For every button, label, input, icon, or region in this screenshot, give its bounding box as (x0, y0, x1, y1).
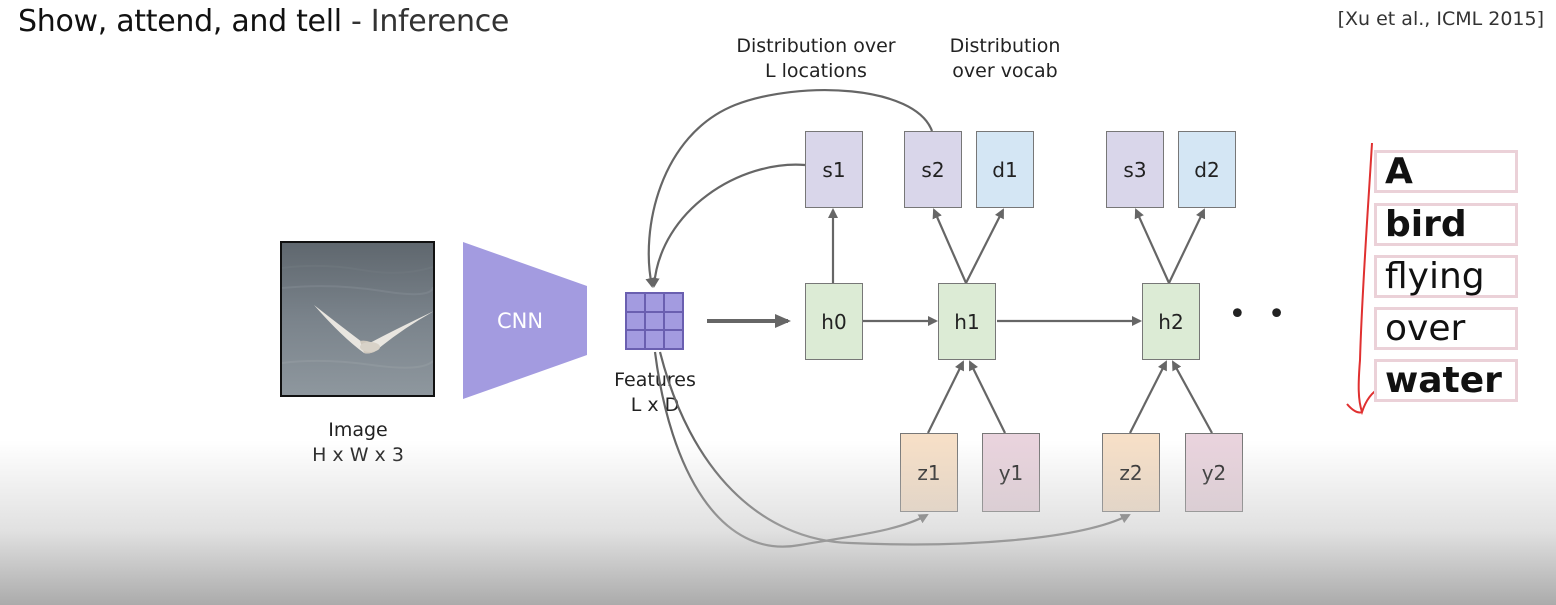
feature-cell (626, 330, 645, 349)
arrow-y2-to-h2 (1172, 360, 1213, 434)
caption-word-5: water (1374, 359, 1518, 402)
feature-cell (645, 311, 664, 331)
node-z2: z2 (1102, 433, 1160, 512)
features-label: Features L x D (600, 368, 710, 418)
arrow-y1-to-h1 (969, 360, 1006, 434)
node-h2: h2 (1142, 283, 1200, 360)
red-annotation-mark (1357, 142, 1381, 416)
arrow-z1-to-h1 (927, 360, 964, 434)
feature-cell (626, 293, 645, 312)
feature-cell (664, 330, 683, 349)
red-annotation-hook (1346, 403, 1363, 414)
features-label-line-1: Features (614, 369, 696, 391)
node-s1: s1 (805, 131, 863, 208)
title-separator: - (341, 4, 371, 39)
dist-vocab-line-1: Distribution (949, 35, 1061, 57)
feature-cell (626, 311, 645, 331)
ellipsis: • • (1228, 297, 1292, 332)
dist-locations-label: Distribution over L locations (716, 34, 916, 84)
title-main: Show, attend, and tell (18, 4, 342, 39)
curve-features-to-z1 (653, 351, 929, 548)
input-image (280, 241, 435, 397)
dist-vocab-line-2: over vocab (952, 60, 1058, 82)
feature-grid (625, 292, 684, 350)
node-s3: s3 (1106, 131, 1164, 208)
bird-photo (282, 243, 433, 395)
node-h0: h0 (805, 283, 863, 360)
feature-cell (664, 293, 683, 312)
feature-cell (645, 330, 664, 349)
features-label-line-2: L x D (630, 394, 680, 416)
page-title: Show, attend, and tell - Inference (18, 4, 509, 39)
caption-word-3: flying (1374, 255, 1518, 298)
title-subtitle: Inference (370, 4, 510, 39)
arrow-h1-to-s2 (932, 208, 968, 284)
caption-word-1: A (1374, 150, 1518, 193)
curve-features-to-z2 (658, 351, 1131, 546)
citation: [Xu et al., ICML 2015] (1337, 8, 1544, 30)
arrow-h2-to-d2 (1168, 208, 1206, 284)
arrow-h1-to-d1 (965, 208, 1004, 284)
node-z1: z1 (900, 433, 958, 512)
feature-cell (664, 311, 683, 331)
node-d2: d2 (1178, 131, 1236, 208)
dist-locations-line-1: Distribution over (736, 35, 896, 57)
caption-word-4: over (1374, 307, 1518, 350)
curve-s1-to-features (649, 163, 806, 288)
arrow-h2-to-s3 (1134, 208, 1171, 284)
node-s2: s2 (904, 131, 962, 208)
cnn-label: CNN (496, 308, 544, 333)
arrow-z2-to-h2 (1129, 360, 1167, 434)
node-d1: d1 (976, 131, 1034, 208)
feature-cell (645, 293, 664, 312)
node-y1: y1 (982, 433, 1040, 512)
dist-vocab-label: Distribution over vocab (935, 34, 1075, 84)
caption-word-2: bird (1374, 203, 1518, 246)
dist-locations-line-2: L locations (765, 60, 867, 82)
node-h1: h1 (938, 283, 996, 360)
image-label-line-1: Image (328, 419, 388, 441)
node-y2: y2 (1185, 433, 1243, 512)
curve-s2-to-features (645, 89, 934, 288)
